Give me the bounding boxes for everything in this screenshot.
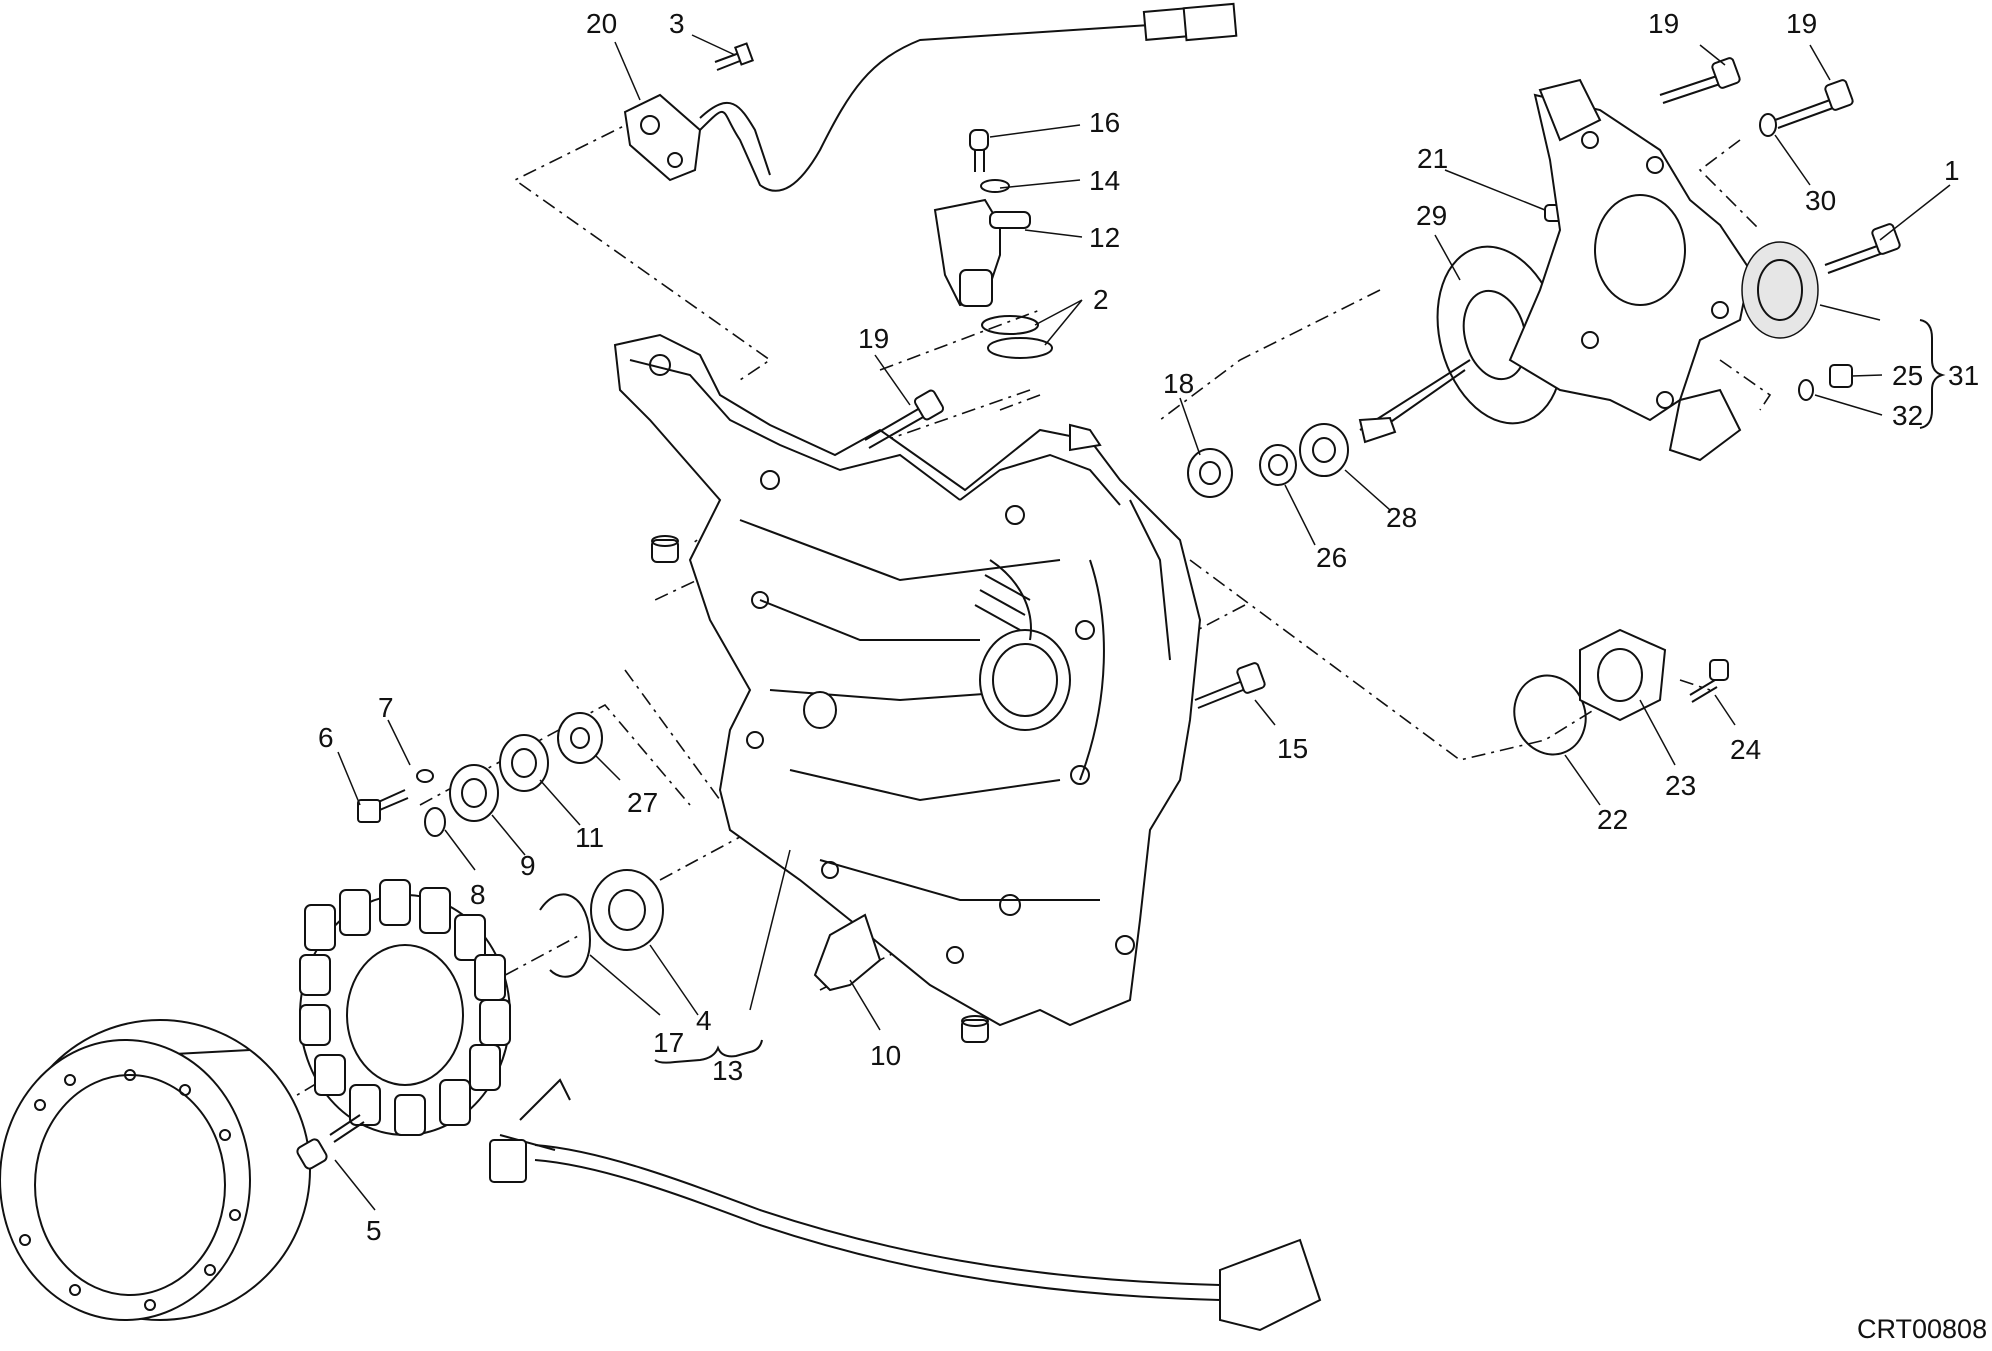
screws-19-right [1659,57,1901,274]
screw-3 [714,42,754,71]
part-label-19: 19 [858,323,889,354]
part-label-5: 5 [366,1215,382,1246]
stator [299,879,1322,1332]
plug-25-washer-32 [1798,364,1853,401]
part-labels: 20 3 16 14 12 2 19 19 19 21 30 1 29 25 3… [318,8,1979,1246]
part-label-1: 1 [1944,155,1960,186]
drawing-code: CRT00808 [1857,1314,1987,1344]
pickup-sensor-with-cable [623,2,1238,192]
oring-22 [1513,674,1587,756]
washer-30 [1759,113,1777,137]
screw-19-left [864,389,945,449]
screw-15 [1194,662,1266,709]
brace-13 [654,1039,763,1064]
part-label-2: 2 [1093,284,1109,315]
part-label-23: 23 [1665,770,1696,801]
part-label-8: 8 [470,879,486,910]
bearing-28 [1299,423,1349,477]
part-label-3: 3 [669,8,685,39]
screw-5 [296,1114,365,1170]
part-label-13: 13 [712,1055,743,1086]
pump-cover [1508,78,1819,462]
part-label-31: 31 [1948,360,1979,391]
part-label-4: 4 [696,1005,712,1036]
impeller-shaft [1358,245,1564,444]
flange-23 [1579,628,1667,722]
seal-26 [1259,444,1297,486]
part-label-25: 25 [1892,360,1923,391]
brace-31 [1919,319,1946,429]
part-label-28: 28 [1386,502,1417,533]
part-label-29: 29 [1416,200,1447,231]
part-label-14: 14 [1089,165,1120,196]
bearing-stack-left [357,712,664,978]
dowel-pins [651,204,1566,1043]
part-label-12: 12 [1089,222,1120,253]
rotor [0,1019,311,1321]
part-label-6: 6 [318,722,334,753]
leader-lines [334,34,1951,1211]
part-label-10: 10 [870,1040,901,1071]
generator-cover [613,333,1202,1027]
part-label-15: 15 [1277,733,1308,764]
part-label-17: 17 [653,1027,684,1058]
clip-10 [813,913,882,992]
part-label-19: 19 [1648,8,1679,39]
part-label-18: 18 [1163,368,1194,399]
bearing-18 [1187,448,1233,498]
part-label-20: 20 [586,8,617,39]
part-label-16: 16 [1089,107,1120,138]
part-label-9: 9 [520,850,536,881]
part-label-27: 27 [627,787,658,818]
part-label-7: 7 [378,692,394,723]
part-label-22: 22 [1597,804,1628,835]
part-label-24: 24 [1730,734,1761,765]
part-label-19: 19 [1786,8,1817,39]
part-label-30: 30 [1805,185,1836,216]
speed-sensor-group [933,129,1053,359]
part-label-11: 11 [575,822,604,853]
part-label-32: 32 [1892,400,1923,431]
part-label-21: 21 [1417,143,1448,174]
screw-24 [1689,659,1729,703]
part-label-26: 26 [1316,542,1347,573]
